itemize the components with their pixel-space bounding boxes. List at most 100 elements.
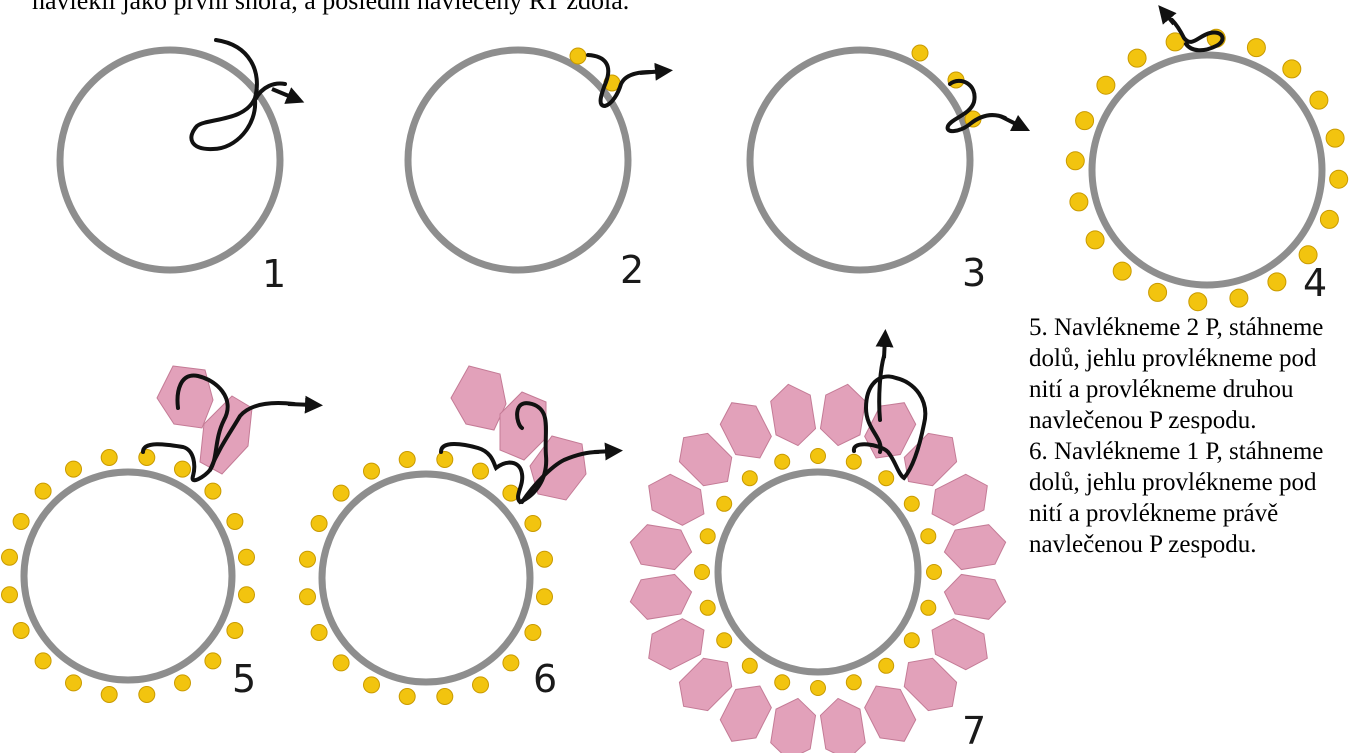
step-6-figure: 6	[300, 366, 615, 705]
bead	[101, 450, 117, 466]
step-3-figure: 3	[750, 45, 1022, 295]
thread-arrow	[288, 404, 314, 405]
bead	[1149, 283, 1167, 301]
bead	[742, 471, 757, 486]
step-2-figure: 2	[408, 48, 664, 292]
petal	[769, 381, 818, 448]
bead	[775, 675, 790, 690]
bead	[364, 677, 380, 693]
bead	[1320, 210, 1338, 228]
bead	[904, 633, 919, 648]
thread-arrow	[272, 89, 296, 99]
petal	[941, 523, 1008, 572]
bead	[912, 45, 928, 61]
bead	[101, 687, 117, 703]
step-4-figure: 4	[1066, 12, 1347, 311]
step-5-figure: 5	[2, 366, 315, 703]
bead	[775, 454, 790, 469]
bead	[927, 565, 942, 580]
petal	[157, 366, 213, 428]
bead	[717, 496, 732, 511]
bead	[437, 452, 453, 468]
bead	[473, 677, 489, 693]
bead	[700, 600, 715, 615]
bead	[1086, 231, 1104, 249]
bead	[1066, 152, 1084, 170]
thread-arrow	[1000, 116, 1022, 127]
step-number-1: 1	[262, 252, 286, 296]
bead	[1113, 262, 1131, 280]
bead	[537, 589, 553, 605]
thread-arrow	[594, 451, 614, 452]
bead	[1268, 273, 1286, 291]
bead	[904, 496, 919, 511]
step-number-3: 3	[962, 251, 986, 295]
instruction-step-5: 5. Navlékneme 2 P, stáhneme dolů, jehlu …	[1029, 312, 1349, 436]
bead	[811, 681, 826, 696]
bead	[846, 454, 861, 469]
bead	[13, 514, 29, 530]
bead	[717, 633, 732, 648]
bead	[300, 551, 316, 567]
bead	[66, 461, 82, 477]
petal	[451, 366, 506, 430]
bead	[1283, 60, 1301, 78]
bead	[139, 687, 155, 703]
bead	[1097, 76, 1115, 94]
petal	[941, 572, 1008, 621]
bead	[537, 551, 553, 567]
bead	[205, 653, 221, 669]
step-7-figure: 7	[627, 338, 1009, 753]
step-number-2: 2	[620, 248, 644, 292]
ring	[750, 50, 970, 270]
bead	[399, 452, 415, 468]
ring	[322, 474, 530, 682]
bead	[205, 483, 221, 499]
bead	[700, 529, 715, 544]
bead	[239, 587, 255, 603]
ring	[60, 50, 280, 270]
bead	[1330, 170, 1348, 188]
bead	[1230, 289, 1248, 307]
bead	[1128, 49, 1146, 67]
bead	[525, 516, 541, 532]
bead	[437, 689, 453, 705]
step-1-figure: 1	[60, 40, 296, 296]
thread-arrow	[884, 338, 885, 358]
bead	[364, 463, 380, 479]
bead	[311, 625, 327, 641]
petal	[818, 381, 867, 448]
bead	[879, 658, 894, 673]
instruction-step-6: 6. Navlékneme 1 P, stáhneme dolů, jehlu …	[1029, 436, 1349, 560]
bead	[525, 625, 541, 641]
bead	[879, 471, 894, 486]
bead	[35, 653, 51, 669]
bead	[300, 589, 316, 605]
bead	[570, 48, 586, 64]
bead	[921, 600, 936, 615]
step-number-7: 7	[962, 709, 986, 753]
bead	[227, 623, 243, 639]
bead	[1076, 112, 1094, 130]
bead	[66, 675, 82, 691]
thread-arrow	[1164, 12, 1174, 24]
bead	[1070, 193, 1088, 211]
bead	[503, 655, 519, 671]
bead	[1247, 39, 1265, 57]
bead	[175, 461, 191, 477]
bead	[846, 675, 861, 690]
petal	[627, 523, 694, 572]
bead	[175, 675, 191, 691]
bead	[1189, 293, 1207, 311]
bead	[921, 529, 936, 544]
petal	[769, 695, 818, 753]
bead	[35, 483, 51, 499]
ring	[24, 472, 232, 680]
thread-arrow	[640, 71, 664, 73]
bead	[1326, 129, 1344, 147]
bead	[333, 655, 349, 671]
bead	[227, 514, 243, 530]
petal	[627, 572, 694, 621]
step-number-6: 6	[533, 657, 557, 701]
step-number-5: 5	[232, 657, 256, 701]
